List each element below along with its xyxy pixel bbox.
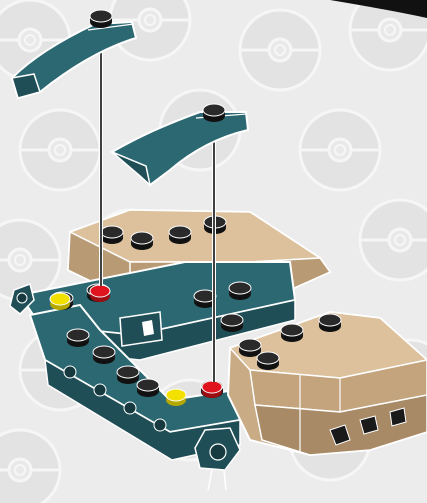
marker-yellow-front [166,389,186,406]
marker-red-back [90,285,110,302]
marker-yellow-back [50,293,70,310]
marker-red-front [202,381,222,398]
